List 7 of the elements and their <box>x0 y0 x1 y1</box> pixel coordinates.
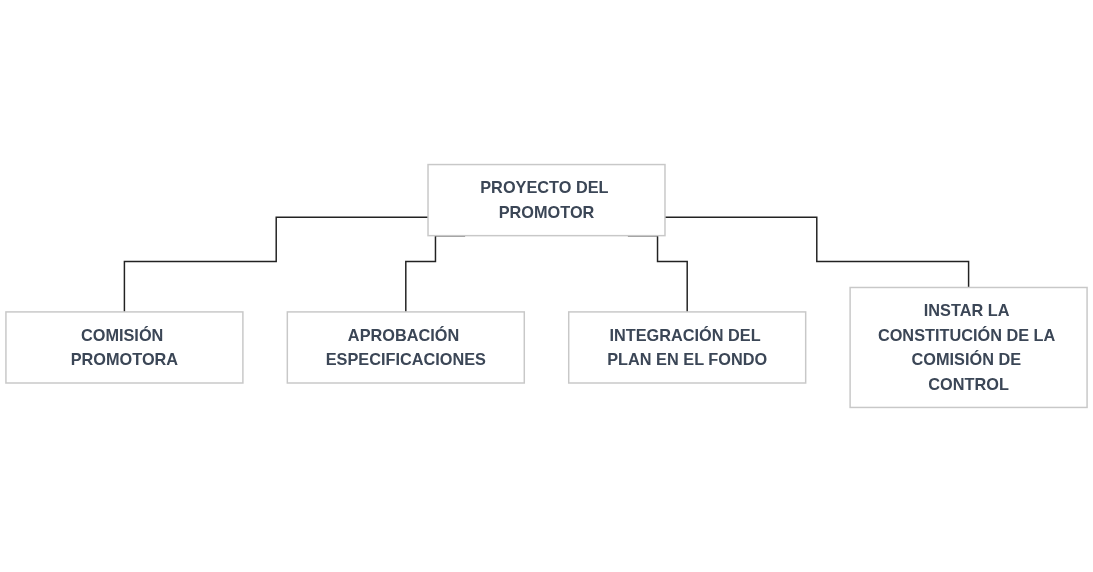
node-box: PROYECTO DEL PROMOTOR <box>427 163 666 237</box>
connector <box>664 216 970 289</box>
node-box: INSTAR LA CONSTITUCIÓN DE LA COMISIÓN DE CONTROL <box>849 286 1088 409</box>
node-box: COMISIÓN PROMOTORA <box>5 311 244 384</box>
connector <box>123 216 429 313</box>
node-box: INTEGRACIÓN DEL PLAN EN EL FONDO <box>568 311 807 384</box>
node-box: APROBACIÓN ESPECIFICACIONES <box>286 311 525 384</box>
